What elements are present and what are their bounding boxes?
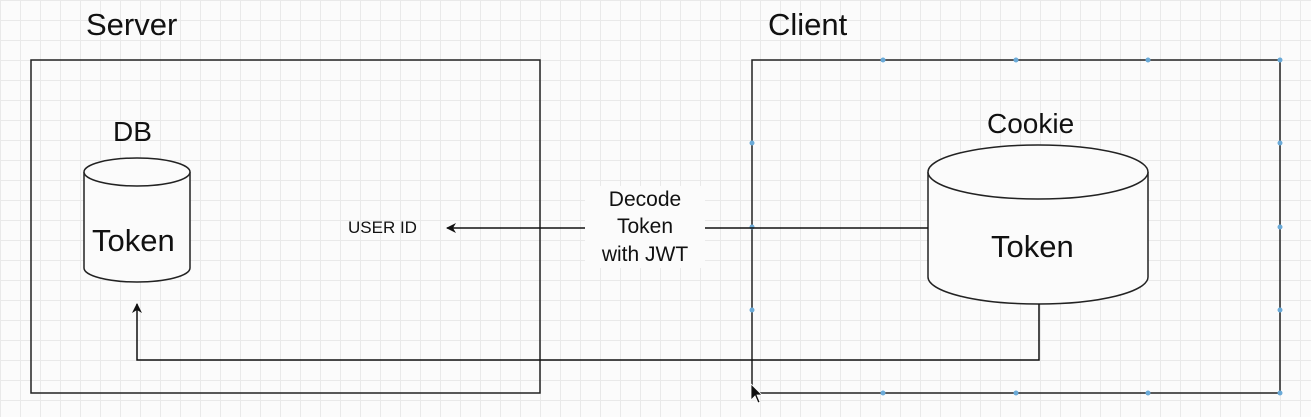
cookie-label: Cookie xyxy=(987,108,1075,139)
selection-handles[interactable] xyxy=(749,57,1283,396)
db-token-text: Token xyxy=(92,223,175,258)
decode-token-label: Decode Token with JWT xyxy=(585,186,705,268)
decode-line: with JWT xyxy=(601,242,689,266)
cookie-token-text: Token xyxy=(991,229,1074,264)
cookie-cylinder[interactable] xyxy=(927,144,1149,305)
server-title: Server xyxy=(86,7,178,42)
user-id-label: USER ID xyxy=(348,218,417,237)
db-label: DB xyxy=(113,116,152,147)
decode-line: Token xyxy=(616,215,674,239)
server-box[interactable] xyxy=(30,59,541,394)
decode-line: Decode xyxy=(608,188,682,211)
mouse-cursor-icon xyxy=(750,383,763,404)
client-title: Client xyxy=(768,7,848,42)
token-store-arrow[interactable] xyxy=(132,303,1040,361)
db-cylinder[interactable] xyxy=(83,157,191,283)
